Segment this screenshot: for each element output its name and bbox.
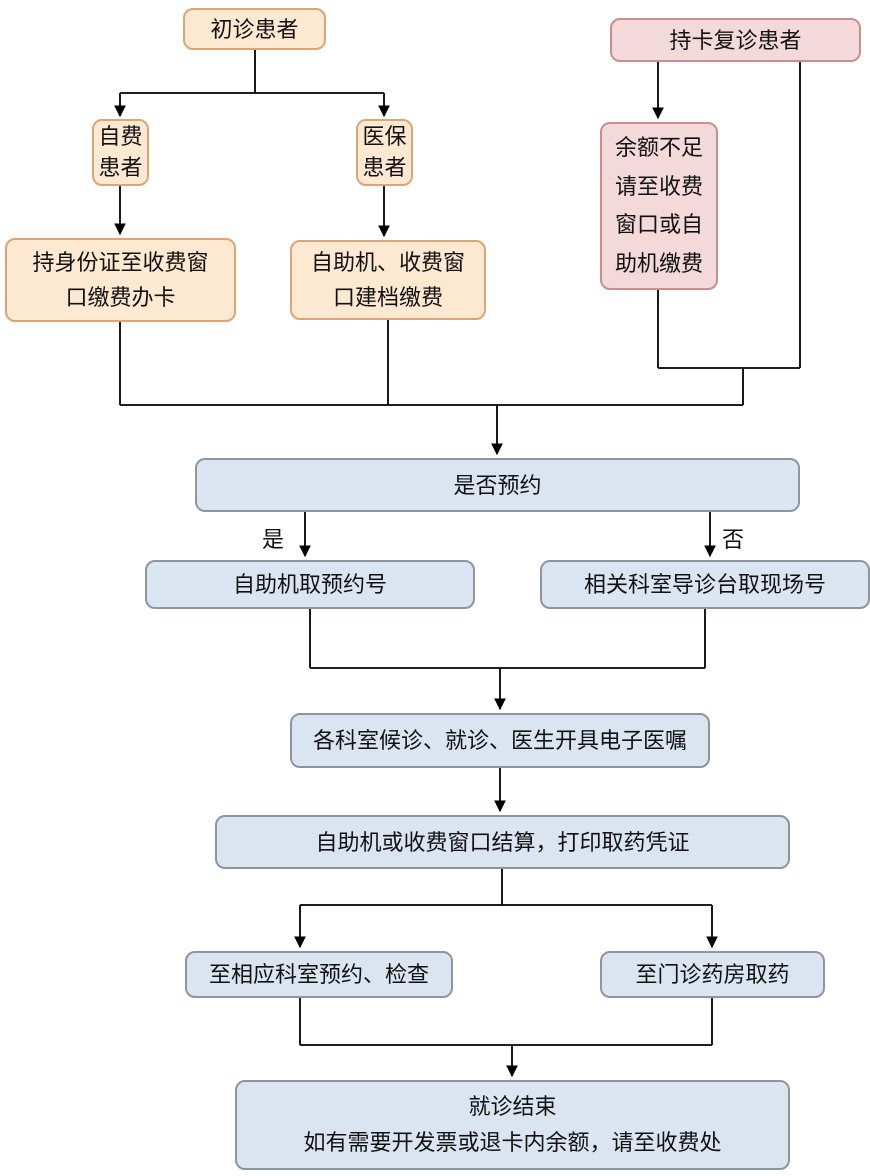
node-take-appointment-number: 自助机取预约号 (145, 560, 475, 609)
node-id-card-pay-window: 持身份证至收费窗 口缴费办卡 (5, 238, 236, 322)
node-register-and-pay: 自助机、收费窗 口建档缴费 (290, 240, 486, 320)
node-insufficient-balance: 余额不足 请至收费 窗口或自 助机缴费 (600, 122, 718, 290)
node-self-pay-patient: 自费 患者 (92, 119, 149, 186)
node-department-exam: 至相应科室预约、检查 (185, 951, 453, 998)
node-take-onsite-number: 相关科室导诊台取现场号 (540, 560, 870, 609)
edge-label-yes: 是 (262, 527, 285, 552)
node-return-visit-patient: 持卡复诊患者 (610, 18, 861, 62)
node-first-visit-patient: 初诊患者 (183, 8, 326, 50)
node-settlement-print-voucher: 自助机或收费窗口结算，打印取药凭证 (215, 815, 790, 869)
node-insurance-patient: 医保 患者 (356, 119, 413, 186)
node-pharmacy-pickup: 至门诊药房取药 (600, 951, 825, 998)
node-visit-end: 就诊结束 如有需要开发票或退卡内余额，请至收费处 (235, 1080, 790, 1170)
node-appointment-check: 是否预约 (195, 458, 800, 512)
node-department-visit: 各科室候诊、就诊、医生开具电子医嘱 (290, 713, 710, 768)
edge-label-no: 否 (722, 527, 745, 552)
